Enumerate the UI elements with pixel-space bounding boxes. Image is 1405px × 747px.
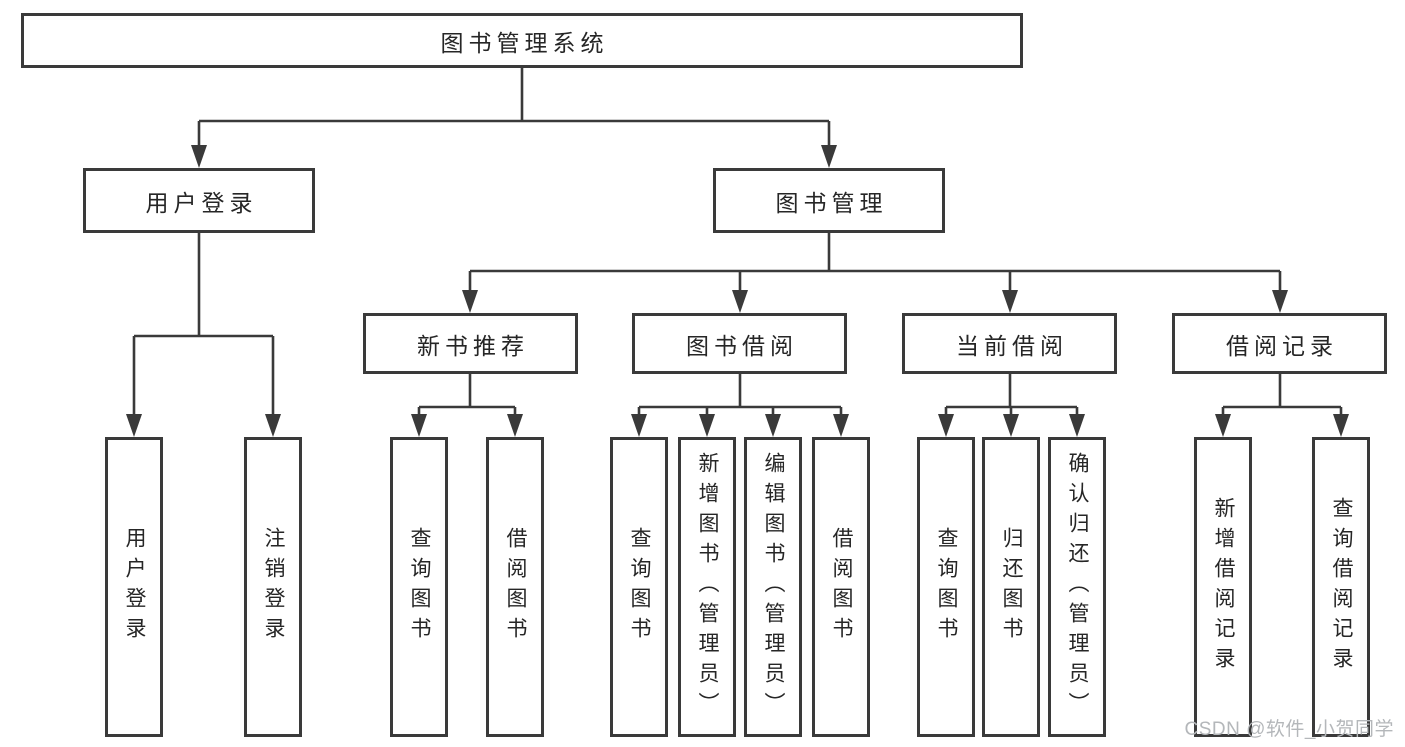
- node-leaf-add-book-admin: 新增图书（管理员）: [678, 437, 736, 737]
- node-label: 图书管理系统: [440, 29, 609, 56]
- arrowhead-icon: [765, 414, 781, 437]
- node-label: 新增借阅记录: [1212, 497, 1235, 677]
- node-library-system: 图书管理系统: [21, 13, 1023, 68]
- node-leaf-logout: 注销登录: [244, 437, 302, 737]
- arrowhead-icon: [191, 145, 207, 168]
- node-label: 图书借阅: [686, 332, 798, 359]
- node-label: 注销登录: [262, 527, 285, 647]
- node-label: 编辑图书（管理员）: [762, 452, 785, 722]
- node-user-login: 用户登录: [83, 168, 315, 233]
- node-leaf-borrow-books-borrowing: 借阅图书: [812, 437, 870, 737]
- node-book-management: 图书管理: [713, 168, 945, 233]
- arrowhead-icon: [507, 414, 523, 437]
- arrowhead-icon: [265, 414, 281, 437]
- arrowhead-icon: [1272, 290, 1288, 313]
- node-label: 新增图书（管理员）: [696, 452, 719, 722]
- arrowhead-icon: [126, 414, 142, 437]
- node-label: 借阅图书: [504, 527, 527, 647]
- arrowhead-icon: [699, 414, 715, 437]
- node-leaf-confirm-return-admin: 确认归还（管理员）: [1048, 437, 1106, 737]
- arrowhead-icon: [1003, 414, 1019, 437]
- arrowhead-icon: [411, 414, 427, 437]
- node-borrowing-records: 借阅记录: [1172, 313, 1387, 374]
- arrowhead-icon: [1069, 414, 1085, 437]
- node-label: 新书推荐: [417, 332, 529, 359]
- node-leaf-query-books-current: 查询图书: [917, 437, 975, 737]
- node-leaf-return-books: 归还图书: [982, 437, 1040, 737]
- watermark: CSDN @软件_小贺同学: [1184, 719, 1394, 740]
- node-label: 借阅图书: [830, 527, 853, 647]
- node-current-borrowing: 当前借阅: [902, 313, 1117, 374]
- arrowhead-icon: [732, 290, 748, 313]
- node-label: 查询图书: [408, 527, 431, 647]
- arrowhead-icon: [1002, 290, 1018, 313]
- node-leaf-user-login: 用户登录: [105, 437, 163, 737]
- arrowhead-icon: [833, 414, 849, 437]
- arrowhead-icon: [1215, 414, 1231, 437]
- node-leaf-query-borrow-record: 查询借阅记录: [1312, 437, 1370, 737]
- node-new-book-recommend: 新书推荐: [363, 313, 578, 374]
- arrowhead-icon: [631, 414, 647, 437]
- node-label: 查询图书: [935, 527, 958, 647]
- node-label: 图书管理: [775, 189, 888, 216]
- node-leaf-query-books-borrowing: 查询图书: [610, 437, 668, 737]
- arrowhead-icon: [821, 145, 837, 168]
- arrowhead-icon: [1333, 414, 1349, 437]
- node-label: 归还图书: [1000, 527, 1023, 647]
- node-label: 查询图书: [628, 527, 651, 647]
- node-leaf-borrow-books-recommend: 借阅图书: [486, 437, 544, 737]
- node-leaf-query-books-recommend: 查询图书: [390, 437, 448, 737]
- node-label: 用户登录: [145, 189, 258, 216]
- node-leaf-add-borrow-record: 新增借阅记录: [1194, 437, 1252, 737]
- node-label: 借阅记录: [1226, 332, 1338, 359]
- arrowhead-icon: [462, 290, 478, 313]
- node-book-borrowing: 图书借阅: [632, 313, 847, 374]
- node-leaf-edit-book-admin: 编辑图书（管理员）: [744, 437, 802, 737]
- node-label: 确认归还（管理员）: [1066, 452, 1089, 722]
- arrowhead-icon: [938, 414, 954, 437]
- node-label: 当前借阅: [956, 332, 1068, 359]
- node-label: 用户登录: [123, 527, 146, 647]
- node-label: 查询借阅记录: [1330, 497, 1353, 677]
